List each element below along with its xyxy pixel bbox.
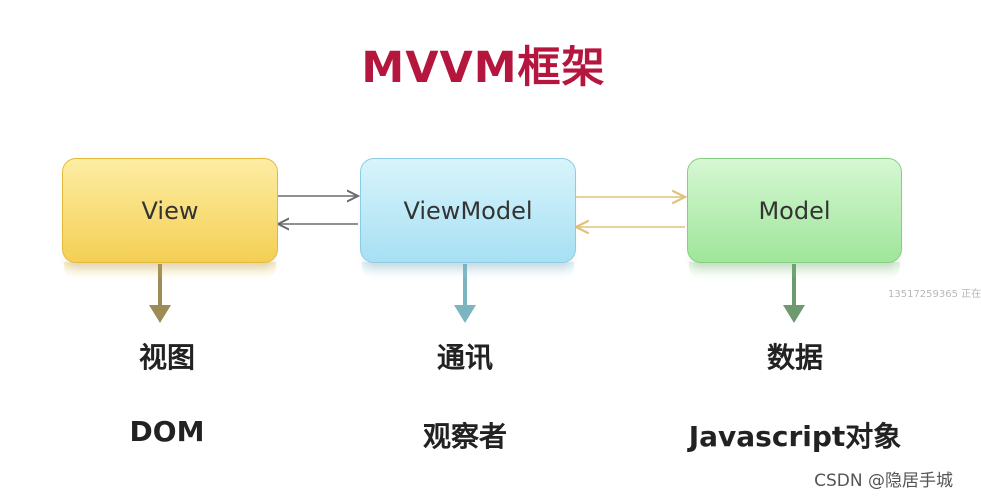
viewmodel-sub-label: 观察者	[422, 420, 507, 453]
view-box-label: View	[141, 196, 199, 225]
down-arrow-viewmodel	[454, 264, 476, 323]
phone-watermark: 13517259365 正在	[888, 289, 981, 300]
viewmodel-box: ViewModel	[360, 158, 576, 263]
model-role-label: 数据	[766, 341, 823, 374]
viewmodel-box-label: ViewModel	[403, 196, 533, 225]
view-sub-label: DOM	[129, 415, 205, 448]
diagram-title: MVVM框架	[361, 43, 606, 93]
model-box: Model	[687, 158, 902, 263]
model-sub-label: Javascript对象	[688, 420, 902, 453]
model-box-label: Model	[758, 196, 831, 225]
viewmodel-box-reflection	[362, 262, 574, 280]
down-arrow-model	[783, 264, 805, 323]
view-role-label: 视图	[138, 341, 195, 374]
viewmodel-role-label: 通讯	[436, 341, 493, 374]
down-arrow-view	[149, 264, 171, 323]
model-box-reflection	[689, 262, 900, 280]
view-box-reflection	[64, 262, 276, 280]
view-box: View	[62, 158, 278, 263]
csdn-watermark: CSDN @隐居手城	[814, 471, 953, 491]
